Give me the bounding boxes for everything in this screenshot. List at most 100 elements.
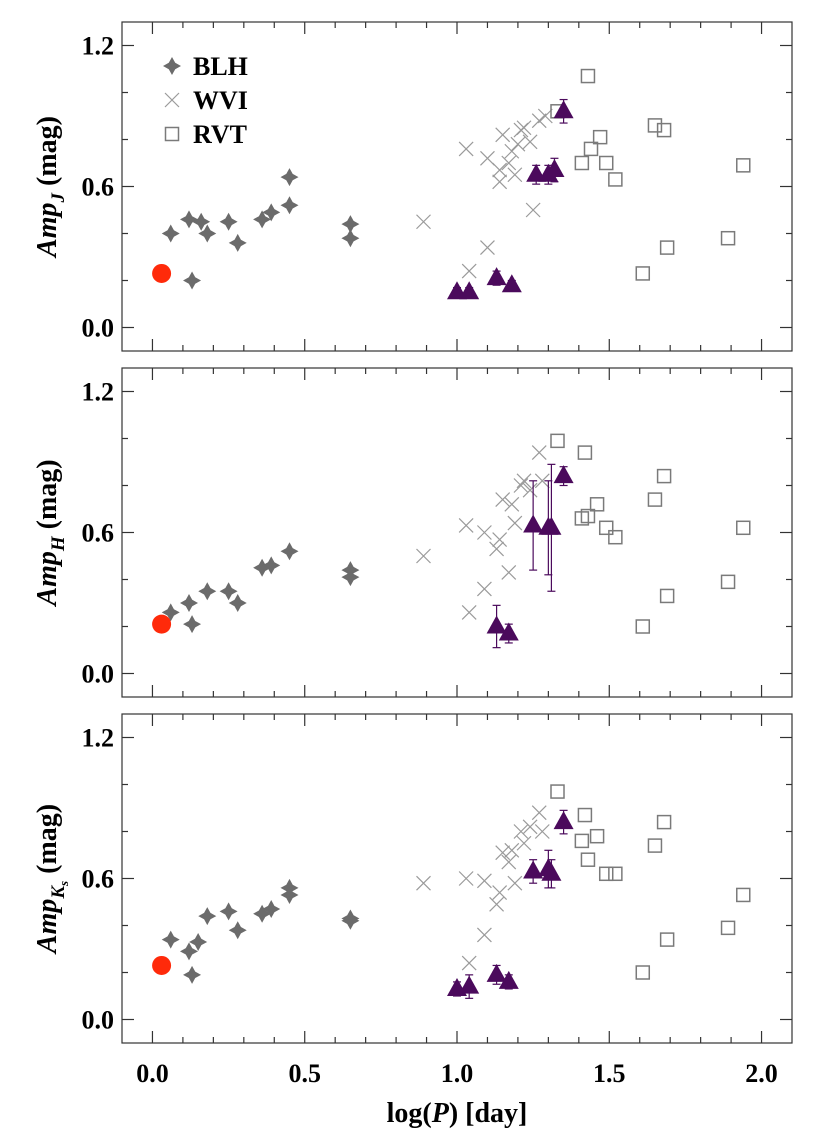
highlight-point — [152, 263, 172, 283]
blh-star-marker — [198, 582, 217, 601]
x-tick-label: 1.5 — [593, 1059, 626, 1088]
rvt-square-marker — [635, 965, 651, 980]
triangle-marker — [544, 159, 565, 178]
blh-star-marker — [189, 932, 208, 951]
blh-star-marker — [280, 542, 299, 561]
wvi-cross-marker — [495, 127, 511, 143]
rvt-square-marker — [550, 784, 565, 799]
wvi-cross-marker — [525, 202, 541, 218]
rvt-square-marker — [659, 588, 675, 604]
wvi-cross-marker — [537, 108, 553, 124]
plot-frame — [121, 367, 793, 698]
wvi-cross-marker — [507, 167, 523, 183]
rvt-square-marker — [736, 158, 751, 173]
triangle-marker — [459, 281, 480, 300]
wvi-cross-marker — [531, 113, 547, 129]
blh-star-marker — [341, 568, 360, 587]
blh-star-marker — [183, 271, 202, 290]
wvi-cross-marker — [489, 896, 505, 912]
wvi-cross-marker — [480, 150, 495, 166]
rvt-square-marker — [598, 866, 614, 882]
blh-star-marker — [228, 594, 247, 612]
wvi-cross-marker — [164, 92, 180, 108]
rvt-square-marker — [647, 838, 663, 853]
wvi-cross-marker — [492, 162, 508, 178]
triangle-marker — [553, 811, 574, 830]
wvi-cross-marker — [495, 845, 511, 861]
triangle-marker — [486, 963, 507, 982]
wvi-cross-marker — [504, 143, 520, 159]
wvi-cross-marker — [513, 478, 529, 493]
rvt-square-marker — [580, 508, 596, 524]
rvt-square-marker — [589, 828, 605, 844]
rvt-square-marker — [598, 155, 614, 171]
rvt-square-marker — [589, 497, 605, 512]
wvi-cross-marker — [492, 174, 508, 190]
blh-star-marker — [219, 582, 238, 601]
triangle-marker — [498, 970, 519, 989]
wvi-cross-marker — [534, 473, 550, 489]
x-axis-label: log(P) [day] — [387, 1098, 528, 1129]
wvi-cross-marker — [489, 541, 505, 557]
blh-star-marker — [192, 212, 211, 231]
blh-star-marker — [253, 904, 272, 923]
blh-star-marker — [180, 942, 198, 961]
rvt-square-marker — [736, 520, 751, 536]
blh-star-marker — [161, 930, 180, 949]
rvt-square-marker — [647, 492, 663, 507]
wvi-cross-marker — [507, 875, 523, 891]
y-tick-label: 0.6 — [82, 519, 115, 548]
wvi-cross-marker — [461, 263, 477, 279]
wvi-cross-marker — [516, 835, 532, 851]
blh-star-marker — [161, 224, 180, 243]
wvi-cross-marker — [501, 155, 517, 171]
rvt-square-marker — [583, 141, 599, 157]
triangle-marker — [553, 465, 574, 484]
wvi-cross-marker — [416, 214, 431, 230]
triangle-marker — [486, 615, 507, 634]
wvi-cross-marker — [416, 548, 431, 564]
wvi-cross-marker — [522, 134, 538, 150]
triangle-marker — [553, 100, 574, 119]
wvi-cross-marker — [504, 496, 520, 512]
blh-star-marker — [262, 900, 281, 919]
wvi-cross-marker — [534, 824, 550, 839]
rvt-square-marker — [577, 807, 593, 823]
blh-star-marker — [341, 911, 360, 930]
blh-star-marker — [228, 921, 247, 940]
wvi-cross-marker — [507, 515, 523, 531]
rvt-square-marker — [592, 129, 608, 145]
blh-star-marker — [262, 203, 281, 222]
blh-star-marker — [183, 615, 202, 634]
rvt-square-marker — [656, 468, 672, 484]
wvi-cross-marker — [522, 819, 538, 835]
wvi-cross-marker — [516, 473, 532, 489]
x-tick-label: 1.0 — [441, 1059, 474, 1088]
legend-label: WVI — [193, 86, 248, 115]
wvi-cross-marker — [492, 532, 508, 547]
legend-label: RVT — [193, 120, 247, 149]
blh-star-marker — [280, 878, 299, 897]
blh-star-marker — [180, 594, 198, 612]
triangle-marker — [486, 267, 507, 286]
rvt-square-marker — [656, 814, 672, 830]
x-tick-label: 0.5 — [288, 1059, 321, 1088]
rvt-square-marker — [550, 433, 565, 449]
rvt-square-marker — [720, 920, 736, 936]
y-tick-label: 0.0 — [82, 660, 115, 689]
wvi-cross-marker — [510, 136, 526, 152]
wvi-cross-marker — [495, 492, 511, 508]
wvi-cross-marker — [531, 445, 547, 461]
triangle-marker — [541, 862, 562, 881]
wvi-cross-marker — [501, 854, 517, 870]
wvi-cross-marker — [501, 565, 517, 580]
blh-star-marker — [253, 210, 272, 229]
y-axis-label: AmpH (mag) — [32, 459, 69, 607]
wvi-cross-marker — [531, 805, 547, 821]
